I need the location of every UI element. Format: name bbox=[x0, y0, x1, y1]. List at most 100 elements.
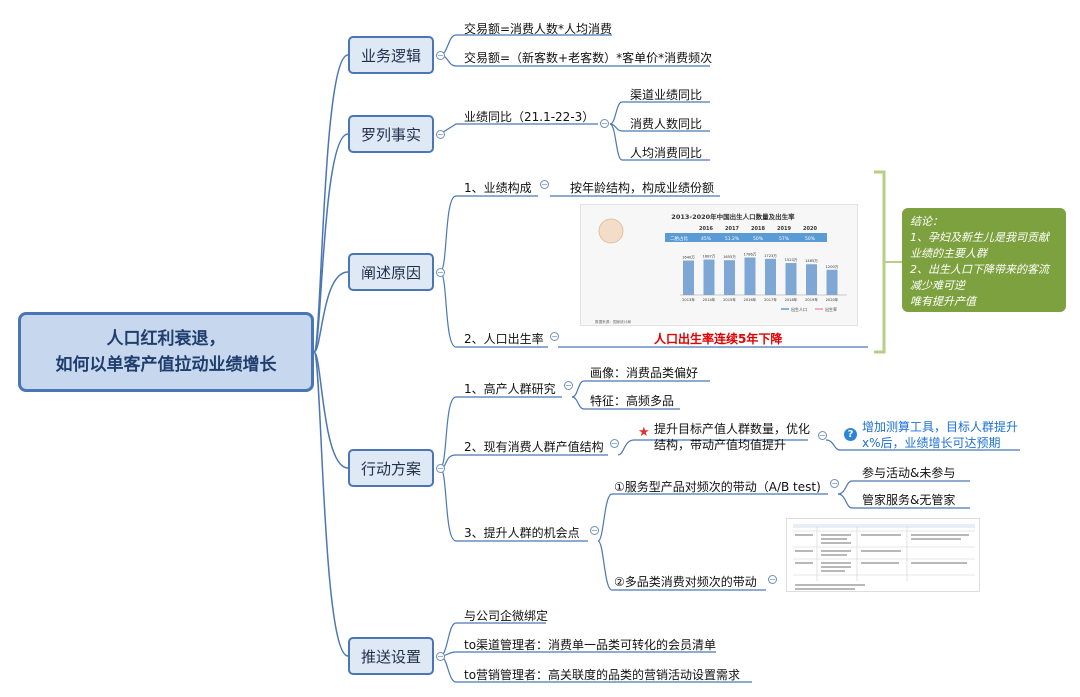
topic-push[interactable]: 推送设置 bbox=[348, 637, 434, 675]
bar bbox=[703, 259, 715, 295]
conclusion-line: 唯有提升产值 bbox=[910, 295, 976, 308]
conclusion-line: 2、出生人口下降带来的客流 bbox=[910, 263, 1049, 276]
action-item-1-sub[interactable]: 特征：高频多品 bbox=[590, 394, 675, 408]
action-item-1[interactable]: 1、高产人群研究 bbox=[464, 382, 556, 396]
collapse-icon[interactable]: − bbox=[550, 332, 559, 341]
header-value: 50% bbox=[753, 236, 764, 242]
topic-business-logic[interactable]: 业务逻辑 bbox=[348, 36, 434, 74]
action-item-1-sub[interactable]: 画像：消费品类偏好 bbox=[590, 366, 699, 380]
topic-facts[interactable]: 罗列事实 bbox=[348, 115, 434, 153]
push-item[interactable]: 与公司企微绑定 bbox=[464, 609, 549, 623]
root-title-line2: 如何以单客产值拉动业绩增长 bbox=[55, 355, 277, 375]
action-item-2-note-line: 增加测算工具，目标人群提升 bbox=[862, 420, 1019, 434]
header-year: 2017 bbox=[725, 226, 739, 232]
bar bbox=[785, 263, 797, 295]
collapse-icon[interactable]: − bbox=[768, 575, 777, 584]
action-item-2[interactable]: 2、现有消费人群产值结构 bbox=[464, 440, 604, 454]
chart-title: 2013-2020年中国出生人口数量及出生率 bbox=[671, 212, 795, 221]
collapse-icon[interactable]: − bbox=[436, 464, 445, 473]
reason-item-1-sub[interactable]: 按年龄结构，构成业绩份额 bbox=[570, 181, 715, 195]
logic-item[interactable]: 交易额=消费人数*人均消费 bbox=[464, 22, 613, 36]
header-year: 2016 bbox=[699, 226, 713, 232]
header-value: 51.2% bbox=[725, 236, 740, 242]
x-tick-label: 2018年 bbox=[785, 297, 798, 302]
action-item-2-sub[interactable]: 提升目标产值人群数量，优化 结构，带动产值均值提升 bbox=[654, 421, 810, 453]
bar-label: 1687万 bbox=[703, 255, 716, 259]
reason-item-1[interactable]: 1、业绩构成 bbox=[464, 181, 532, 195]
bar-label: 1640万 bbox=[682, 256, 695, 260]
conclusion-line: 业绩的主要人群 bbox=[910, 247, 987, 260]
x-tick-label: 2014年 bbox=[703, 297, 716, 302]
x-tick-label: 2015年 bbox=[723, 297, 736, 302]
action-item-2-sub-line: 提升目标产值人群数量，优化 bbox=[654, 422, 811, 436]
header-value: 45% bbox=[701, 236, 712, 242]
header-year: 2019 bbox=[777, 226, 791, 232]
action-item-3a[interactable]: ①服务型产品对频次的带动（A/B test) bbox=[614, 480, 821, 494]
action-item-3b[interactable]: ②多品类消费对频次的带动 bbox=[614, 575, 757, 589]
action-item-3a-sub[interactable]: 参与活动&未参与 bbox=[862, 466, 956, 480]
root-title-line1: 人口红利衰退， bbox=[106, 329, 226, 349]
bar-label: 1723万 bbox=[764, 254, 777, 258]
bar-label: 1523万 bbox=[785, 258, 798, 262]
push-item[interactable]: to渠道管理者：消费单一品类可转化的会员清单 bbox=[464, 638, 717, 652]
bar bbox=[744, 257, 756, 295]
logic-item[interactable]: 交易额=（新客数+老客数）*客单价*消费频次 bbox=[464, 51, 713, 65]
bar bbox=[683, 260, 694, 295]
header-row-bg bbox=[665, 233, 827, 242]
bar-label: 1200万 bbox=[826, 265, 839, 269]
star-icon: ★ bbox=[638, 425, 650, 440]
question-icon: ? bbox=[844, 428, 857, 441]
bar bbox=[826, 269, 838, 295]
action-item-3[interactable]: 3、提升人群的机会点 bbox=[464, 526, 580, 540]
legend-label: 出生率 bbox=[825, 306, 837, 312]
attached-document-thumbnail bbox=[786, 518, 980, 592]
facts-item[interactable]: 业绩同比（21.1-22-3） bbox=[464, 110, 595, 124]
x-tick-label: 2019年 bbox=[805, 297, 818, 302]
action-item-3a-sub[interactable]: 管家服务&无管家 bbox=[862, 493, 956, 507]
collapse-icon[interactable]: − bbox=[436, 652, 445, 661]
x-tick-label: 2016年 bbox=[744, 297, 757, 302]
document-thumbnail-svg bbox=[793, 524, 975, 590]
x-tick-label: 2013年 bbox=[682, 297, 695, 302]
bar-label: 1465万 bbox=[805, 259, 818, 263]
conclusion-line: 减少难可逆 bbox=[910, 279, 965, 292]
bar-label: 1655万 bbox=[723, 255, 736, 259]
facts-sub[interactable]: 消费人数同比 bbox=[630, 117, 703, 131]
bar bbox=[765, 258, 776, 295]
action-item-2-note-line: x%后，业绩增长可达预期 bbox=[862, 436, 1001, 450]
legend-label: 出生人口 bbox=[791, 306, 807, 312]
collapse-icon[interactable]: − bbox=[590, 526, 599, 535]
header-value: 57% bbox=[779, 236, 790, 242]
root-topic[interactable]: 人口红利衰退， 如何以单客产值拉动业绩增长 bbox=[18, 312, 314, 392]
baby-icon bbox=[598, 218, 624, 244]
collapse-icon[interactable]: − bbox=[540, 180, 549, 189]
reason-item-2[interactable]: 2、人口出生率 bbox=[464, 332, 544, 346]
push-item[interactable]: to营销管理者：高关联度的品类的营销活动设置需求 bbox=[464, 668, 741, 682]
conclusion-line: 1、孕妇及新生儿是我司贡献 bbox=[910, 231, 1049, 244]
action-item-2-note[interactable]: 增加测算工具，目标人群提升 x%后，业绩增长可达预期 bbox=[862, 419, 1018, 451]
collapse-icon[interactable]: − bbox=[830, 479, 839, 488]
facts-sub[interactable]: 人均消费同比 bbox=[630, 146, 703, 160]
reason-item-2-sub[interactable]: 人口出生率连续5年下降 bbox=[654, 332, 783, 346]
collapse-icon[interactable]: − bbox=[610, 439, 619, 448]
action-item-2-sub-line: 结构，带动产值均值提升 bbox=[654, 438, 787, 452]
header-row-label: 二胎占比 bbox=[670, 235, 688, 242]
collapse-icon[interactable]: − bbox=[564, 381, 573, 390]
collapse-icon[interactable]: − bbox=[436, 51, 445, 60]
chart-source: 数据来源：国家统计局 bbox=[595, 319, 631, 324]
conclusion-box[interactable]: 结论： 1、孕妇及新生儿是我司贡献 业绩的主要人群 2、出生人口下降带来的客流 … bbox=[902, 208, 1066, 312]
topic-reasons[interactable]: 阐述原因 bbox=[348, 253, 434, 291]
collapse-icon[interactable]: − bbox=[436, 130, 445, 139]
facts-sub[interactable]: 渠道业绩同比 bbox=[630, 88, 703, 102]
header-value: 50% bbox=[805, 236, 816, 242]
bar-label: 1786万 bbox=[744, 252, 757, 256]
x-tick-label: 2017年 bbox=[764, 297, 777, 302]
topic-actions[interactable]: 行动方案 bbox=[348, 449, 434, 487]
collapse-icon[interactable]: − bbox=[600, 119, 609, 128]
collapse-icon[interactable]: − bbox=[436, 268, 445, 277]
header-year: 2020 bbox=[803, 226, 817, 232]
conclusion-line: 结论： bbox=[910, 215, 943, 228]
collapse-icon[interactable]: − bbox=[818, 431, 827, 440]
